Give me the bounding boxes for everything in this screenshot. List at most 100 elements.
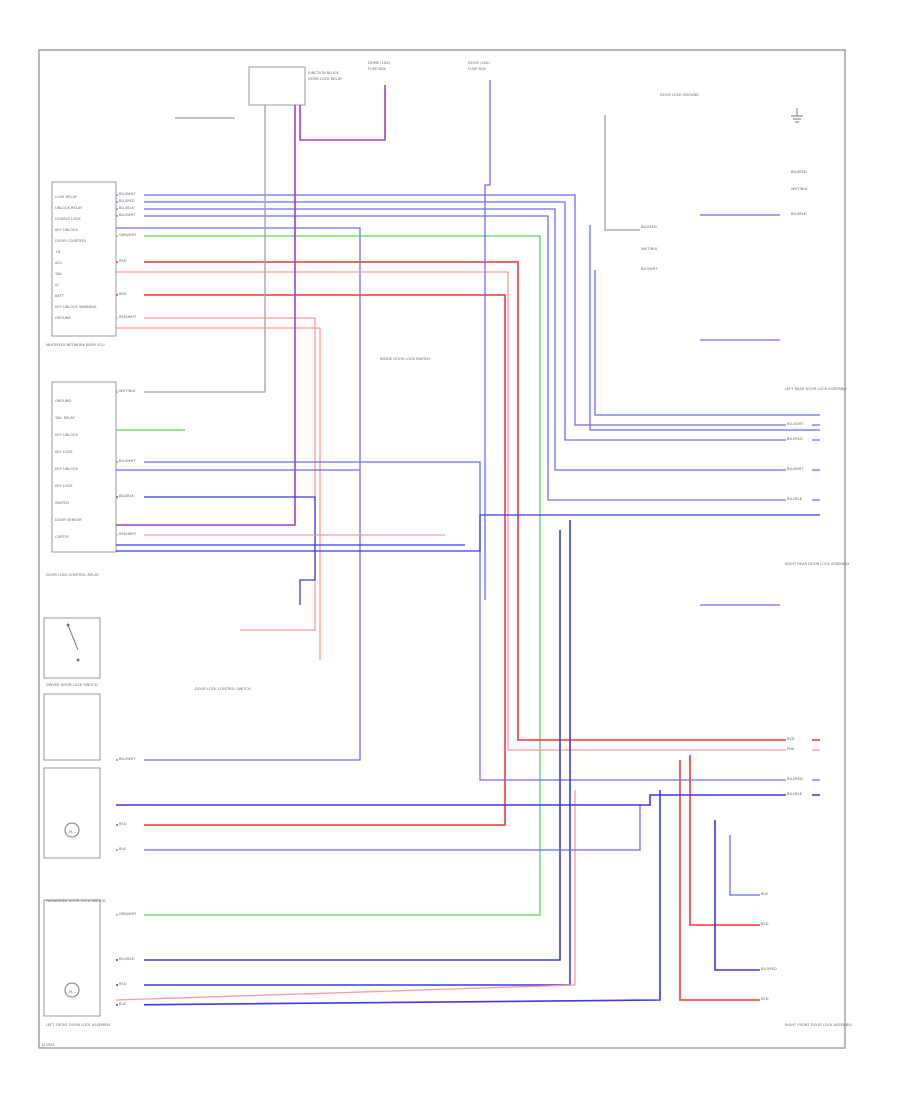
wire-label-bg: [790, 186, 816, 192]
wire-blu-r5: [115, 790, 661, 1006]
wire-label: BLU/BLK: [119, 494, 135, 498]
wire-blu-4: [116, 215, 820, 501]
wire-red-r: [679, 760, 780, 1001]
footer-code: J23593: [41, 1043, 55, 1047]
ground-icon: [791, 108, 803, 123]
wire-label: BLK: [119, 1002, 126, 1006]
wire-label-bg: [640, 266, 666, 272]
fuse-a-sub: FUSE BOX: [368, 67, 386, 71]
wire-label-bg: [118, 981, 144, 987]
motor-name-1: LEFT REAR DOOR LOCK ASSEMBLY: [785, 387, 848, 391]
wire-blu-r8: [116, 805, 641, 851]
wire-label-bg: [786, 496, 812, 502]
wire-label-bg: [790, 211, 816, 217]
wire-label: BLU/RED: [119, 199, 135, 203]
wire-grn: [116, 235, 541, 916]
junction-block-sub: DOOR LOCK RELAY: [308, 77, 343, 81]
wire-pink-2: [116, 317, 316, 631]
wire-label: BLU/WHT: [787, 467, 804, 471]
mid-note: INSIDE DOOR LOCK SWITCH: [380, 357, 430, 361]
wire-label-bg: [786, 791, 812, 797]
wire-label: BLU/WHT: [787, 422, 804, 426]
wire-label: BLU/WHT: [119, 192, 136, 196]
ecu-pin-label: KEY LOCK: [55, 450, 73, 454]
wire-blu-6: [116, 461, 820, 781]
ecu-pin-label: BATT: [55, 294, 65, 298]
wire-label: BLU/WHT: [641, 267, 658, 271]
svg-text:M: M: [69, 830, 72, 834]
wire-label-bg: [118, 1001, 144, 1007]
svg-text:M: M: [69, 990, 72, 994]
wire-label-bg: [640, 246, 666, 252]
ecu-pin-label: GROUND: [55, 399, 71, 403]
wire-pink-r: [115, 790, 576, 1001]
wire-gray-1: [116, 105, 266, 393]
wire-label-bg: [786, 436, 812, 442]
wire-label-bg: [118, 911, 144, 917]
wire-vio-1: [116, 105, 296, 526]
ecu-pin-label: KEY LOCK: [55, 484, 73, 488]
ecu-lower-name: DOOR LOCK CONTROL RELAY: [46, 573, 99, 577]
wire-label: BLU/WHT: [119, 213, 136, 217]
wire-blu-r1: [589, 225, 820, 431]
door-lock-box-1: [43, 693, 101, 761]
wire-blu-5: [116, 227, 361, 761]
wire-label-bg: [786, 736, 812, 742]
wire-label: BLU/BLK: [787, 792, 803, 796]
wire-label: BLU/BLK: [119, 957, 135, 961]
ecu-pin-label: KEY UNLOCK: [55, 433, 78, 437]
wire-label-bg: [118, 291, 144, 297]
ecu-pin-label: LOCK RELAY: [55, 195, 78, 199]
wire-label: BLK: [119, 847, 126, 851]
right-ground-name: DOOR LOCK GROUND: [660, 93, 699, 97]
wire-label-bg: [118, 388, 144, 394]
wire-label-bg: [760, 891, 786, 897]
door-lock-box-3: [43, 899, 101, 1017]
wire-label-bg: [118, 212, 144, 218]
fuse-a-name: DOME (10A): [368, 61, 391, 65]
wire-label-bg: [118, 458, 144, 464]
wire-label: RED/WHT: [119, 532, 137, 536]
wire-blu-r3: [116, 530, 561, 961]
ecu-pin-label: GROUND: [55, 316, 71, 320]
wire-label-bg: [786, 746, 812, 752]
ecu-pin-label: KEY UNLOCK: [55, 228, 78, 232]
wire-label-bg: [118, 205, 144, 211]
wire-label-bg: [118, 258, 144, 264]
motor-icon-2: M: [64, 982, 80, 998]
motor-name-3: LEFT FRONT DOOR LOCK ASSEMBLY: [46, 1023, 111, 1027]
wire-label: GRN/WHT: [119, 912, 137, 916]
wire-label: RED: [119, 259, 127, 263]
ecu-upper-name: MULTIPLEX NETWORK BODY ECU: [46, 343, 105, 347]
ecu-pin-label: SWITCH: [55, 501, 69, 505]
junction-block-top: [248, 66, 306, 106]
diagram-frame: [38, 49, 846, 1049]
wire-label: BLU/WHT: [119, 757, 136, 761]
ecu-pin-label: CURTSY: [55, 535, 70, 539]
junction-block-name: JUNCTION BLOCK: [307, 71, 339, 75]
wire-label-bg: [760, 966, 786, 972]
wire-blu-r7: [729, 835, 780, 896]
wire-blu-3: [116, 208, 820, 471]
ecu-pin-label: KEY UNLOCK: [55, 467, 78, 471]
multiplex-ecu-lower: [51, 381, 117, 553]
lower-note: DOOR LOCK CONTROL SWITCH: [195, 687, 251, 691]
wire-blu-10: [116, 514, 820, 552]
wire-label-bg: [640, 224, 666, 230]
wire-label: WHT/BLK: [791, 187, 808, 191]
motor-name-2: RIGHT REAR DOOR LOCK ASSEMBLY: [785, 562, 850, 566]
wire-blu-r9: [116, 794, 820, 806]
ecu-pin-label: DOOR COURTESY: [55, 239, 87, 243]
wire-label: RED/WHT: [119, 315, 137, 319]
door-lock-box-2: [43, 767, 101, 859]
switch-name-2: PASSENGER DOOR LOCK SWITCH: [46, 899, 106, 903]
ecu-pin-label: KEY UNLOCK WARNING: [55, 305, 97, 309]
wire-label: BLU/RED: [787, 777, 803, 781]
wire-label-bg: [118, 846, 144, 852]
wire-label: RED: [761, 997, 769, 1001]
wire-label: BLU/RED: [787, 437, 803, 441]
fuse-b-name: DOOR (25A): [468, 61, 490, 65]
ecu-pin-label: TAIL RELAY: [54, 416, 76, 420]
wire-pink-1: [116, 271, 820, 751]
